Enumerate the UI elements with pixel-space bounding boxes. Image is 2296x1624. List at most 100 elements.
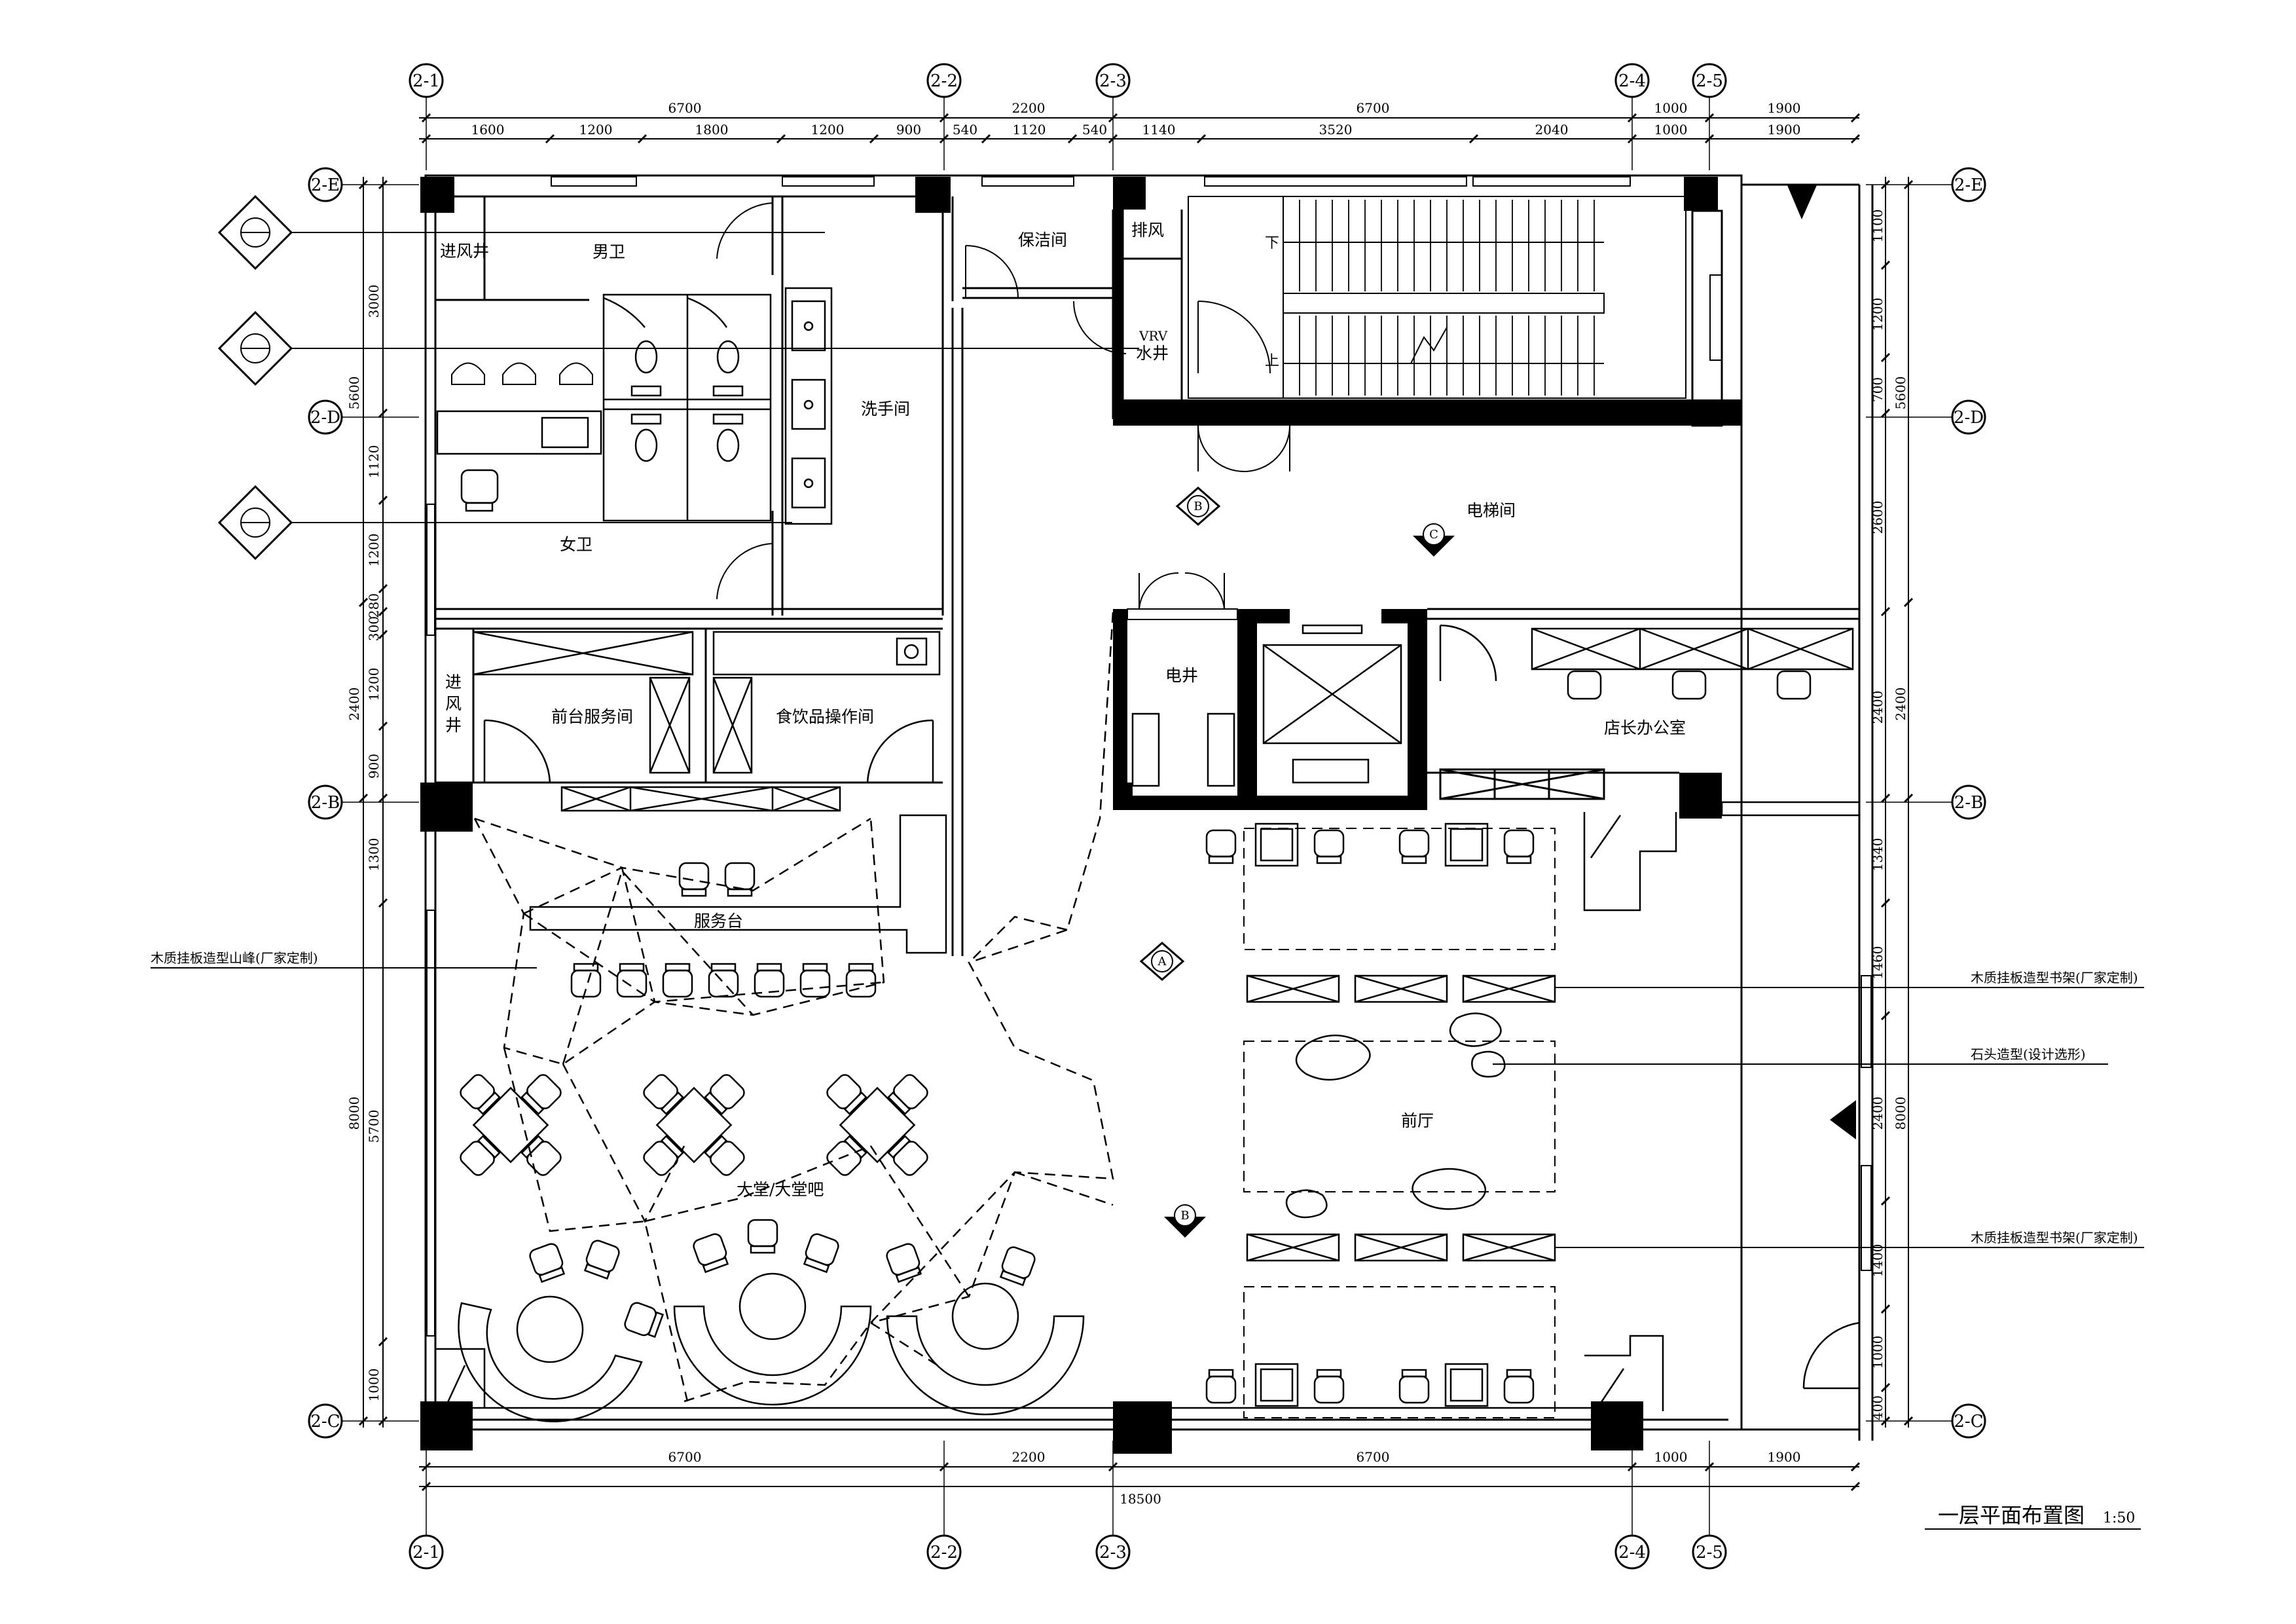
men-urinals (451, 362, 593, 385)
axis-bubbles-left: 2-E 2-D 2-B 2-C (308, 167, 343, 1439)
svg-text:8000: 8000 (346, 1097, 362, 1130)
structural-columns (420, 177, 1722, 1454)
svg-text:6700: 6700 (1357, 100, 1390, 116)
table (460, 1074, 562, 1176)
women-vanity (436, 410, 602, 512)
chair (520, 1135, 562, 1176)
svg-text:300: 300 (366, 616, 382, 641)
front-hall-zones (1243, 828, 1556, 1418)
axis-label: 2-1 (412, 71, 440, 91)
room-label: VRV (1139, 328, 1168, 344)
chair (678, 862, 710, 897)
manager-office (1427, 608, 1859, 800)
chair (1313, 1369, 1345, 1404)
svg-text:3520: 3520 (1319, 122, 1353, 138)
svg-text:540: 540 (953, 122, 977, 138)
svg-text:1000: 1000 (366, 1369, 382, 1402)
armchair (1444, 1363, 1489, 1407)
room-label: 风 (445, 694, 462, 713)
multi-elevation-symbols (217, 194, 1139, 561)
stone-shapes (1285, 1012, 1506, 1219)
svg-text:1120: 1120 (1013, 122, 1046, 138)
room-label: 电井 (1165, 666, 1198, 685)
svg-text:B: B (1180, 1209, 1189, 1223)
svg-text:1900: 1900 (1768, 1449, 1801, 1465)
svg-text:6700: 6700 (668, 1449, 702, 1465)
entry-door (1584, 1321, 1860, 1411)
axis-bubbles-top: 2-1 2-2 2-3 2-4 2-5 (409, 63, 1727, 98)
shaft-rooms (962, 210, 1183, 419)
svg-text:18500: 18500 (1120, 1491, 1161, 1507)
chair (803, 1233, 839, 1274)
chair (460, 1074, 501, 1115)
svg-text:1200: 1200 (811, 122, 845, 138)
chair (799, 963, 831, 998)
bottom-wall (435, 1348, 1591, 1431)
chair (826, 1074, 867, 1115)
service-room-cabinets (472, 631, 941, 783)
chair (1313, 829, 1345, 864)
svg-text:C: C (1429, 528, 1438, 542)
room-label: 食饮品操作间 (776, 707, 874, 726)
svg-text:5600: 5600 (346, 377, 362, 410)
axis-label: 2-2 (930, 71, 958, 91)
room-label: 店长办公室 (1604, 718, 1686, 737)
chair (643, 1074, 684, 1115)
svg-text:A: A (1157, 955, 1167, 969)
svg-text:2400: 2400 (1893, 688, 1908, 721)
mountain-panel-dashes (473, 612, 1114, 1403)
axis-label: 2-C (310, 1412, 340, 1431)
svg-text:3000: 3000 (366, 285, 382, 318)
lobby-chairs (529, 862, 1036, 1338)
axis-bubbles-bottom: 2-1 2-2 2-3 2-4 2-5 (409, 1534, 1727, 1570)
callout-leaders (151, 967, 2144, 1530)
callout-text: 木质挂板造型山峰(厂家定制) (151, 950, 318, 966)
svg-text:1900: 1900 (1768, 100, 1801, 116)
table (826, 1074, 928, 1176)
svg-text:1000: 1000 (1654, 1449, 1688, 1465)
svg-text:8000: 8000 (1893, 1097, 1908, 1130)
dimension-labels-right: 5600 2400 8000 1100 1200 700 2600 2400 1… (1870, 210, 1908, 1421)
armchair (1444, 822, 1489, 867)
chair (1503, 1369, 1535, 1404)
lobby-tables (460, 1074, 928, 1176)
svg-text:1120: 1120 (366, 445, 382, 479)
room-label: 排风 (1131, 221, 1164, 240)
dimension-labels-bottom: 6700 2200 6700 1000 1900 18500 (668, 1449, 1801, 1507)
bookshelves (1246, 974, 1556, 1262)
axis-label: 2-B (311, 793, 340, 813)
chair (999, 1246, 1036, 1287)
washroom-basins (784, 287, 833, 525)
chair (1398, 829, 1430, 864)
svg-text:2200: 2200 (1012, 100, 1046, 116)
toilet-block-walls (435, 195, 964, 956)
room-label: 水井 (1136, 344, 1169, 363)
svg-text:1600: 1600 (471, 122, 505, 138)
axis-label: 2-4 (1618, 1543, 1646, 1562)
stair-doors (1197, 301, 1290, 472)
svg-text:1200: 1200 (366, 668, 382, 701)
front-hall-seats (1205, 822, 1535, 1407)
room-label: 进 (445, 673, 462, 692)
chair (460, 1135, 501, 1176)
svg-text:5700: 5700 (366, 1110, 382, 1143)
chair (704, 1135, 745, 1176)
room-label: 服务台 (694, 912, 743, 931)
chair (520, 1074, 562, 1115)
chair (886, 1243, 922, 1283)
svg-text:1200: 1200 (579, 122, 613, 138)
axis-label: 2-E (311, 175, 340, 195)
chair (887, 1135, 928, 1176)
toilet-doors (716, 202, 1127, 600)
chair (643, 1135, 684, 1176)
svg-text:1000: 1000 (1654, 100, 1688, 116)
chair (1398, 1369, 1430, 1404)
room-label: 下 (1265, 235, 1279, 251)
toilet-stalls (602, 293, 772, 522)
svg-text:1140: 1140 (1142, 122, 1176, 138)
service-counter (529, 786, 947, 954)
axis-label: 2-3 (1099, 1543, 1127, 1562)
chair (1205, 829, 1237, 864)
axis-label: 2-E (1954, 175, 1983, 195)
svg-text:900: 900 (896, 122, 921, 138)
